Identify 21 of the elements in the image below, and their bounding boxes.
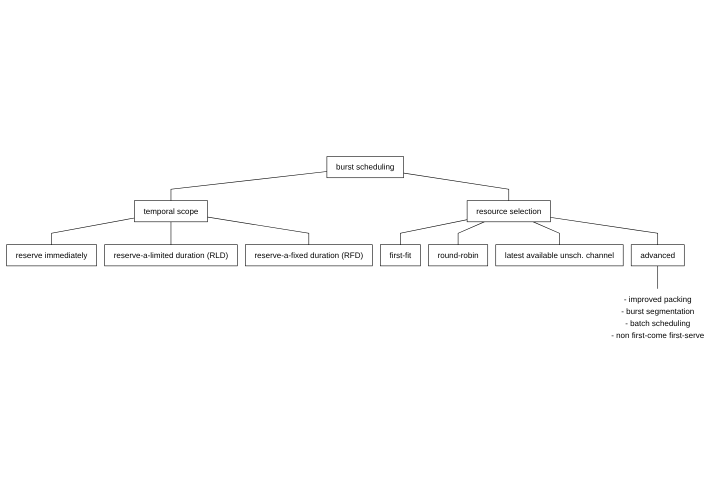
connector (51, 217, 135, 245)
connector (170, 170, 328, 201)
node-box: reserve-a-fixed duration (RFD) (245, 244, 373, 266)
connector (400, 219, 468, 245)
node-box: temporal scope (134, 200, 208, 222)
connector (403, 172, 510, 201)
node-box: round-robin (428, 244, 488, 266)
node-text: - improved packing - burst segmentation - batch scheduling - non first-come first-serve (611, 294, 704, 340)
connector (458, 221, 485, 245)
connector (550, 216, 658, 245)
connector (207, 216, 310, 245)
connector (657, 265, 658, 289)
node-box: advanced (630, 244, 685, 266)
node-box: reserve-a-limited duration (RLD) (104, 244, 238, 266)
node-box: burst scheduling (326, 156, 404, 178)
node-box: resource selection (466, 200, 551, 222)
connector (170, 221, 172, 245)
node-box: latest available unsch. channel (495, 244, 624, 266)
node-box: reserve immediately (6, 244, 97, 266)
connector (532, 221, 560, 245)
node-box: first-fit (380, 244, 421, 266)
